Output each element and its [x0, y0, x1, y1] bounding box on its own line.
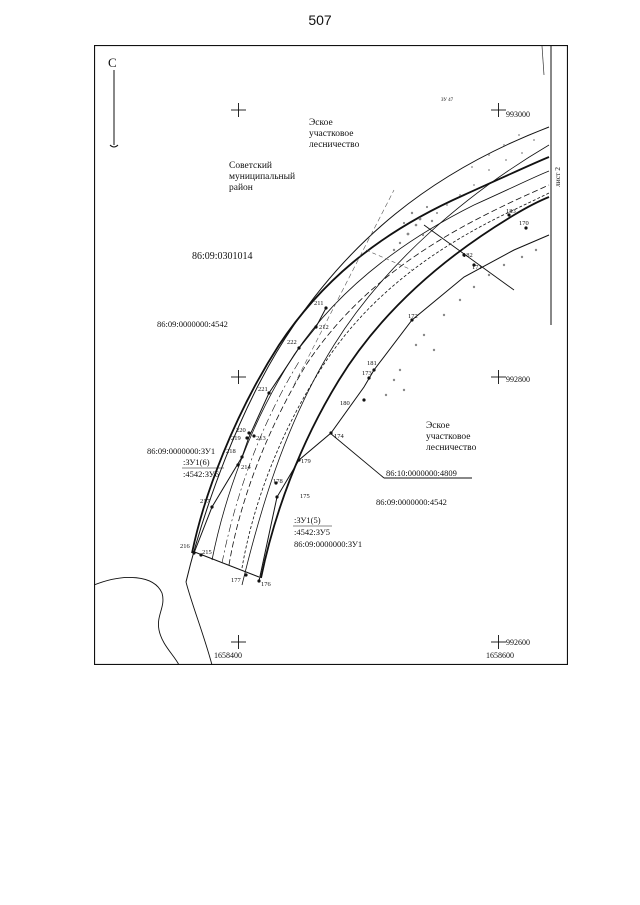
riverbank: [94, 576, 180, 665]
point-180: 180: [340, 400, 350, 407]
point-220: 220: [236, 427, 246, 434]
forestry-bottom-line3: лесничество: [426, 443, 477, 453]
point-183: 183: [506, 208, 516, 215]
corridor-edge-right: [260, 196, 550, 579]
point-219: 219: [231, 435, 241, 442]
corridor-line-a: [211, 170, 550, 561]
point-217: 217: [200, 498, 211, 505]
riverbank-2: [185, 581, 213, 665]
point-211: 211: [314, 300, 324, 307]
point-173: 173: [362, 370, 372, 377]
point-213: 213: [256, 435, 266, 442]
road-inner-boundary: [241, 144, 550, 586]
callout-4809-label: 86:10:0000000:4809: [386, 468, 457, 478]
point-178: 178: [273, 478, 283, 485]
sheet-label: лист 2: [553, 167, 562, 187]
point-175: 175: [300, 493, 310, 500]
callout-4809-leader: [329, 432, 385, 479]
district-line2: муниципальный: [229, 171, 295, 182]
left-group-line2: :ЗУ1(6): [183, 457, 210, 467]
corridor-line-c: [241, 192, 550, 569]
page-number: 507: [308, 12, 332, 28]
parcel-left-boundary: [193, 307, 327, 554]
quarter-number: 86:09:0301014: [192, 251, 253, 262]
point-174: 174: [334, 433, 345, 440]
zu47-label: ЗУ 47: [441, 98, 454, 103]
forestry-bottom-line2: участковое: [426, 432, 471, 442]
north-label: С: [108, 55, 117, 70]
boundary-points: [192, 213, 528, 583]
point-212: 212: [319, 324, 329, 331]
diagonal-line: [423, 224, 515, 291]
parcel-left-label: 86:09:0000000:4542: [157, 319, 228, 329]
sheet-border-top: [541, 45, 545, 76]
coord-bottom-left-x: 1658400: [214, 651, 242, 660]
point-181: 181: [367, 360, 377, 367]
coord-bottom-right-x: 1658600: [486, 651, 514, 660]
map-frame: [94, 45, 568, 665]
point-172: 172: [408, 313, 418, 320]
point-177: 177: [231, 577, 242, 584]
forestry-top-line3: лесничество: [309, 140, 360, 150]
right-group-line1: :ЗУ1(5): [294, 515, 321, 525]
point-222: 222: [287, 339, 297, 346]
north-arrow: С: [108, 55, 119, 148]
point-214: 214: [241, 464, 252, 471]
vegetation-texture: [384, 134, 538, 397]
forestry-top-line1: Эское: [309, 118, 333, 128]
left-group-line3: :4542:ЗУ6: [183, 469, 219, 479]
parcel-right-lower-label: 86:09:0000000:4542: [376, 497, 447, 507]
point-221: 221: [258, 386, 268, 393]
point-171: 171: [472, 264, 482, 271]
right-group-line2: :4542:ЗУ5: [294, 527, 330, 537]
corridor-edge-left: [191, 156, 550, 554]
district-line3: район: [229, 182, 253, 193]
point-215: 215: [202, 549, 212, 556]
point-218: 218: [226, 448, 236, 455]
coord-bottom-right: 992600: [506, 638, 530, 647]
construction-line: [293, 189, 395, 386]
district-line1: Советский: [229, 160, 272, 171]
point-216: 216: [180, 543, 191, 550]
construction-line-2: [365, 249, 413, 271]
forestry-bottom-line1: Эское: [426, 421, 450, 431]
coord-top-right: 993000: [506, 110, 530, 119]
left-group-line1: 86:09:0000000:ЗУ1: [147, 446, 215, 456]
cadastral-map: С 993000 992800 992600 1658400 1658600 л…: [94, 45, 568, 665]
right-group-line3: 86:09:0000000:ЗУ1: [294, 539, 362, 549]
parcel-bottom-cap: [191, 550, 260, 578]
point-179: 179: [301, 458, 311, 465]
corridor-line-d: [221, 359, 301, 564]
corridor-line-b: [228, 184, 550, 566]
grid-crosses: [231, 103, 506, 649]
coord-mid-right: 992800: [506, 375, 530, 384]
point-176: 176: [261, 581, 272, 588]
point-182: 182: [463, 252, 473, 259]
point-170: 170: [519, 220, 529, 227]
forestry-top-line2: участковое: [309, 129, 354, 139]
